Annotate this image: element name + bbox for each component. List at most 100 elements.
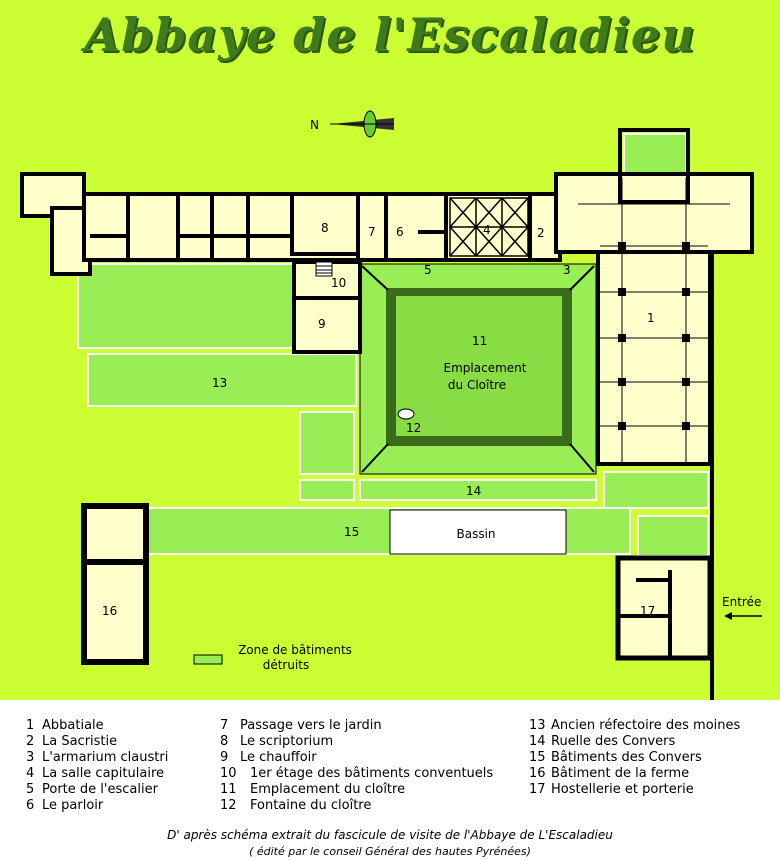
legend-item: 8 Le scriptorium xyxy=(220,734,493,750)
label-14: 14 xyxy=(466,484,481,498)
bassin-label: Bassin xyxy=(456,527,495,541)
legend-item: 7 Passage vers le jardin xyxy=(220,718,493,734)
legend-column-3: 13 Ancien réfectoire des moines 14 Ruelle … xyxy=(529,718,740,798)
legend-number: 6 xyxy=(26,798,35,813)
label-10: 10 xyxy=(331,276,346,290)
legend-number: 8 xyxy=(220,734,229,749)
legend-text: Fontaine du cloître xyxy=(250,798,372,813)
legend-number: 9 xyxy=(220,750,229,765)
label-2: 2 xyxy=(537,226,545,240)
source-credit-line2: ( édité par le conseil Général des haute… xyxy=(249,845,531,858)
chapter-house-vaults xyxy=(449,197,529,257)
bassin-pool xyxy=(389,509,567,555)
legend-text: Bâtiment de la ferme xyxy=(551,766,690,781)
legend-text: Abbatiale xyxy=(42,718,104,733)
label-9: 9 xyxy=(318,317,326,331)
label-11: 11 xyxy=(472,334,487,348)
legend-item: 13 Ancien réfectoire des moines xyxy=(529,718,740,734)
church-north-apse xyxy=(618,128,690,204)
fountain-icon xyxy=(397,408,415,420)
zone-southeast xyxy=(637,515,709,557)
label-12: 12 xyxy=(406,421,421,435)
staircase-icon xyxy=(315,261,333,277)
north-arrow-icon: N xyxy=(310,110,394,138)
source-credit-line1: D' après schéma extrait du fascicule de … xyxy=(167,828,613,842)
legend-number: 17 xyxy=(529,782,546,797)
zone-east xyxy=(603,471,709,509)
legend: 1 Abbatiale 2 La Sacristie 3 L'armarium cla… xyxy=(0,700,780,860)
legend-number: 7 xyxy=(220,718,229,733)
legend-text: Hostellerie et porterie xyxy=(551,782,694,797)
label-4: 4 xyxy=(483,223,491,237)
zone-label-line1: Zone de bâtiments xyxy=(238,643,352,657)
legend-text: Le parloir xyxy=(42,798,104,813)
label-13: 13 xyxy=(212,376,227,390)
entree-label: Entrée xyxy=(722,595,761,609)
legend-text: Le chauffoir xyxy=(240,750,317,765)
legend-item: 10 1er étage des bâtiments conventuels xyxy=(220,766,493,782)
legend-number: 15 xyxy=(529,750,546,765)
legend-text: Le scriptorium xyxy=(240,734,334,749)
label-8: 8 xyxy=(321,221,329,235)
abbatiale xyxy=(554,128,754,466)
legend-item: 2 La Sacristie xyxy=(26,734,168,750)
abbey-floor-plan: N xyxy=(20,110,762,700)
room-7 xyxy=(356,192,388,262)
label-5: 5 xyxy=(424,263,432,277)
legend-number: 4 xyxy=(26,766,35,781)
legend-text: Porte de l'escalier xyxy=(42,782,158,797)
legend-number: 2 xyxy=(26,734,35,749)
legend-text: Ruelle des Convers xyxy=(551,734,676,749)
legend-text: Bâtiments des Convers xyxy=(551,750,702,765)
legend-item: 3 L'armarium claustri xyxy=(26,750,168,766)
legend-number: 1 xyxy=(26,718,35,733)
legend-number: 13 xyxy=(529,718,546,733)
zone-13 xyxy=(87,353,357,407)
zone-label-line2: détruits xyxy=(263,658,310,672)
zone-west-cloister xyxy=(299,411,355,475)
destroyed-zone-swatch xyxy=(193,654,223,665)
entrance-arrow-icon xyxy=(724,612,762,620)
legend-number: 11 xyxy=(220,782,237,797)
legend-item: 4 La salle capitulaire xyxy=(26,766,168,782)
legend-text: La Sacristie xyxy=(42,734,118,749)
legend-number: 16 xyxy=(529,766,546,781)
legend-number: 10 xyxy=(220,766,237,781)
legend-item: 16 Bâtiment de la ferme xyxy=(529,766,740,782)
legend-text: 1er étage des bâtiments conventuels xyxy=(250,766,494,781)
legend-text: Passage vers le jardin xyxy=(240,718,382,733)
legend-item: 15 Bâtiments des Convers xyxy=(529,750,740,766)
page-title: Abbaye de l'Escaladieu xyxy=(84,8,696,62)
cloister-label-line2: du Cloître xyxy=(448,378,506,392)
legend-item: 14 Ruelle des Convers xyxy=(529,734,740,750)
legend-text: L'armarium claustri xyxy=(42,750,169,765)
zone-14 xyxy=(359,479,597,501)
destroyed-zones xyxy=(77,133,709,557)
legend-text: Ancien réfectoire des moines xyxy=(551,718,741,733)
legend-number: 3 xyxy=(26,750,35,765)
church-nave xyxy=(596,250,712,466)
north-range-walls xyxy=(52,196,446,300)
plan-area: Abbaye de l'Escaladieu N xyxy=(0,0,780,700)
legend-item: 6 Le parloir xyxy=(26,798,168,814)
label-1: 1 xyxy=(647,311,655,325)
church-transept xyxy=(554,172,754,254)
legend-item: 1 Abbatiale xyxy=(26,718,168,734)
legend-number: 5 xyxy=(26,782,35,797)
building-17 xyxy=(615,555,713,661)
label-17: 17 xyxy=(640,604,655,618)
cloister-label-line1: Emplacement xyxy=(444,361,527,375)
compass-label: N xyxy=(310,118,319,132)
label-3: 3 xyxy=(563,263,571,277)
legend-number: 14 xyxy=(529,734,546,749)
zone-14-west xyxy=(299,479,355,501)
label-7: 7 xyxy=(368,225,376,239)
cloister xyxy=(359,263,597,475)
building-16 xyxy=(81,503,149,665)
legend-text: La salle capitulaire xyxy=(42,766,164,781)
legend-item: 9 Le chauffoir xyxy=(220,750,493,766)
label-6: 6 xyxy=(396,225,404,239)
